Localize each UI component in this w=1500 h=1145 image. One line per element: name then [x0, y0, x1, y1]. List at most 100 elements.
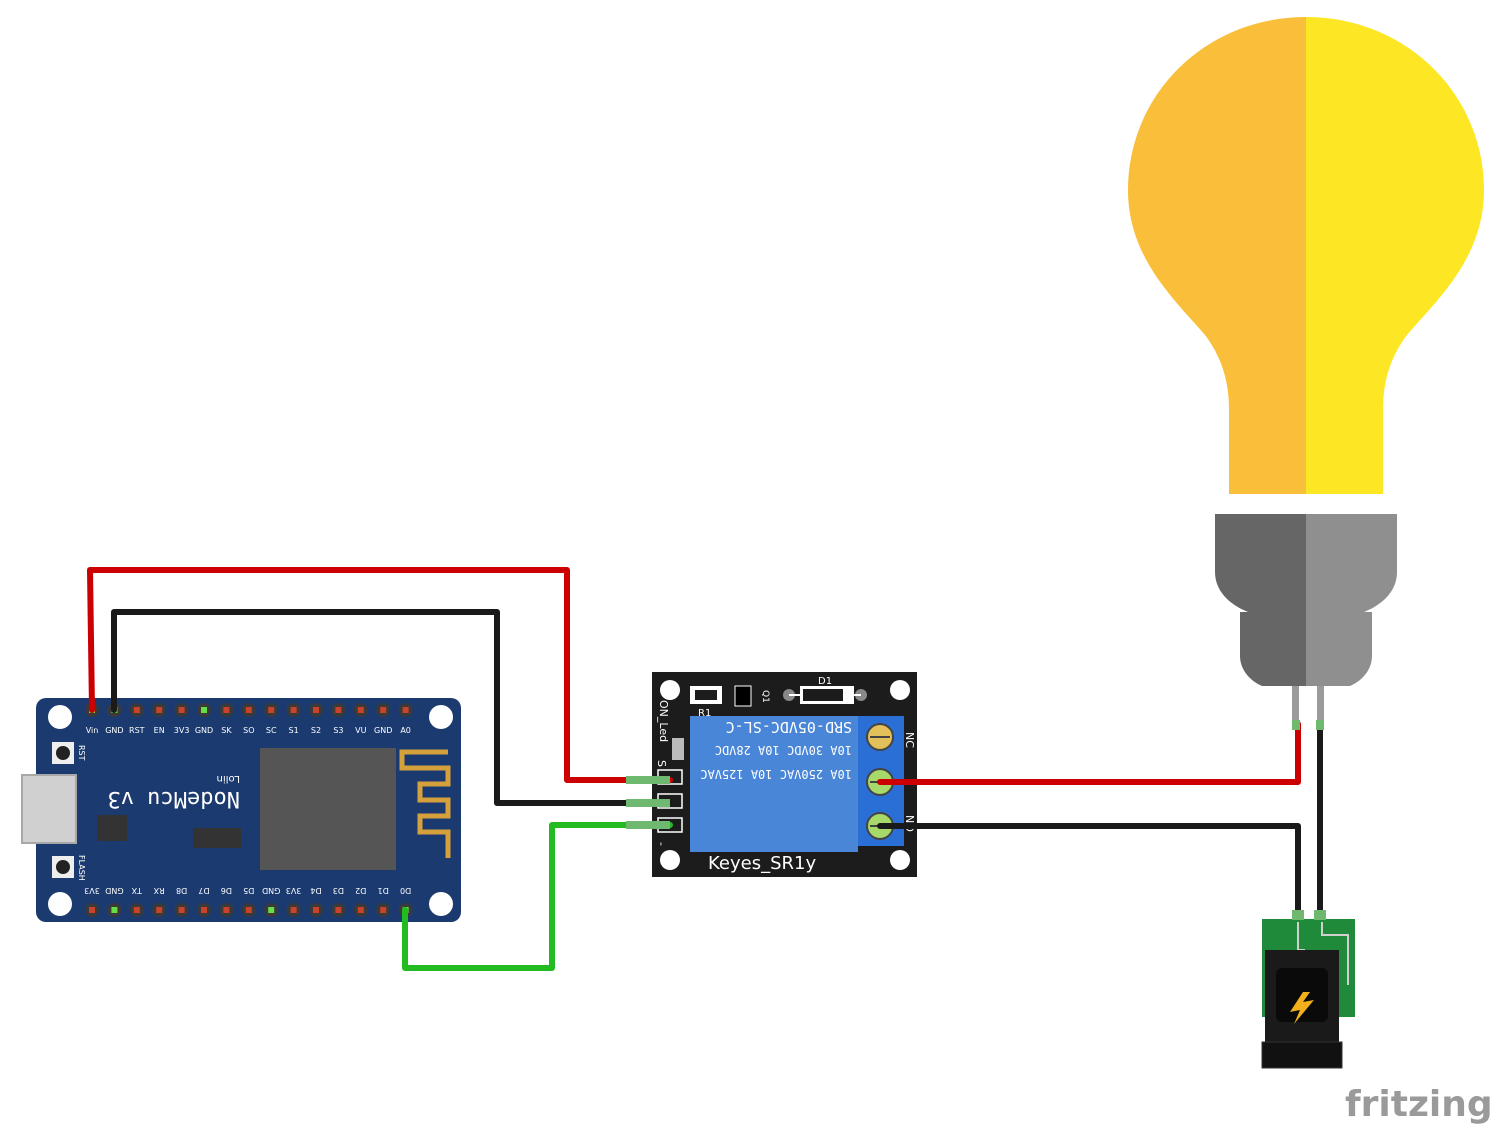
pin-label: SK [221, 726, 232, 735]
nodemcu-brand: Lolin [217, 773, 240, 784]
d1-diode-body [803, 689, 843, 701]
bulb-lead [1317, 686, 1324, 724]
lightning-bolt-icon [1290, 992, 1314, 1024]
pin-label: D6 [221, 886, 232, 895]
usb-connector [21, 774, 77, 844]
header-pin-contact [402, 707, 409, 713]
mounting-hole [48, 892, 72, 916]
header-pin-contact [357, 707, 364, 713]
wire-end-highlight [626, 799, 670, 807]
mounting-hole [429, 892, 453, 916]
header-pin-contact [290, 707, 297, 713]
pin-label: RX [153, 886, 165, 895]
header-pin-contact [133, 707, 140, 713]
nc-label: NC [903, 732, 916, 748]
dc-power-jack [1261, 919, 1355, 1069]
antenna-trace [399, 749, 451, 858]
header-pin-contact [201, 707, 207, 713]
bulb-glass-left [1128, 17, 1306, 494]
header-pin-contact [268, 707, 275, 713]
mounting-hole [660, 850, 680, 870]
flash-button-knob [56, 860, 70, 874]
pin-label: D2 [355, 886, 366, 895]
pin-label: D4 [310, 886, 321, 895]
rst-label: RST [77, 745, 86, 761]
relay-rating-ac: 10A 250VAC 10A 125VAC [700, 767, 852, 781]
header-pin-contact [335, 707, 342, 713]
pin-label: GND [105, 886, 123, 895]
relay-model: SRD-05VDC-SL-C [726, 718, 852, 736]
pin-label: TX [131, 886, 143, 895]
wire-vin-red [87, 567, 673, 783]
header-pin-contact [380, 907, 387, 913]
pin-label: 3V3 [84, 886, 100, 895]
header-pin-contact [357, 907, 364, 913]
pin-label: D0 [400, 886, 411, 895]
pin-label: RST [129, 726, 145, 735]
bulb-glass-right [1306, 17, 1484, 494]
bulb-lead [1292, 686, 1299, 724]
wires [87, 567, 1326, 971]
bulb-base-right [1306, 612, 1372, 686]
header-pin-contact [223, 907, 230, 913]
relay-rating-dc: 10A 30VDC 10A 28VDC [715, 743, 852, 757]
wire-end-highlight [1314, 910, 1326, 920]
header-pin-contact [313, 907, 319, 913]
pin-label: D7 [198, 886, 209, 895]
fritzing-watermark: fritzing [1345, 1084, 1493, 1125]
pin-label: EN [154, 726, 165, 735]
header-pin-contact [245, 707, 252, 713]
mounting-hole [429, 705, 453, 729]
header-pin-contact [245, 907, 252, 913]
bulb-socket-left [1215, 514, 1306, 612]
header-pin-contact [223, 707, 230, 713]
wire-end-highlight [626, 776, 670, 784]
header-pin-contact [156, 707, 163, 713]
pin-label: SO [243, 726, 254, 735]
bulb-base-left [1240, 612, 1306, 686]
pin-label: GND [195, 726, 213, 735]
header-pin-contact [156, 907, 163, 913]
wire-no-black [877, 823, 1301, 918]
header-pin-contact [133, 907, 140, 913]
d1-label: D1 [818, 676, 832, 687]
pin-label: GND [262, 886, 280, 895]
header-pin-contact [313, 707, 319, 713]
usb-serial-chip [97, 815, 127, 841]
header-pin-contact [380, 707, 387, 713]
jack-plug-end [1261, 1041, 1343, 1069]
wire-end-highlight [1292, 910, 1304, 920]
pin-label: SC [266, 726, 277, 735]
q1-transistor [734, 685, 752, 707]
pin-label: GND [105, 726, 123, 735]
wire-gnd-black [111, 609, 673, 806]
rst-button-knob [56, 746, 70, 760]
voltage-regulator-chip [193, 828, 241, 848]
flash-label: FLASH [77, 855, 86, 881]
pin-label: S1 [289, 726, 299, 735]
on-led [672, 738, 684, 760]
pin-label: D1 [378, 886, 389, 895]
mounting-hole [660, 680, 680, 700]
bulb-socket-right [1306, 514, 1397, 612]
r1-resistor-body [695, 690, 717, 700]
pin-label: D3 [333, 886, 344, 895]
relay-name: Keyes_SR1y [708, 853, 816, 874]
pin-label: VU [355, 726, 366, 735]
relay-module: R1 Q1 D1 ON_Led S - SRD-05VDC-SL-C 10A 3… [652, 672, 917, 877]
pin-label: D8 [176, 886, 187, 895]
pin-label: 3V3 [286, 886, 302, 895]
header-pin-contact [178, 907, 185, 913]
pin-s-label: S [655, 760, 668, 767]
pin-label: S3 [333, 726, 343, 735]
mounting-hole [890, 850, 910, 870]
wire-end-highlight [626, 821, 670, 829]
pin-label: A0 [400, 726, 411, 735]
header-pin-contact [268, 907, 275, 913]
wire-com-red [877, 721, 1301, 785]
on-led-label: ON_Led [657, 700, 670, 742]
header-pin-contact [201, 907, 207, 913]
